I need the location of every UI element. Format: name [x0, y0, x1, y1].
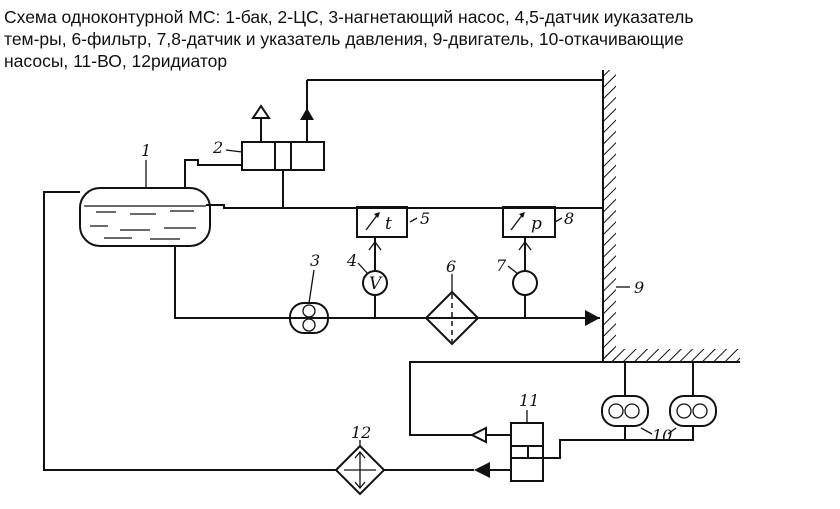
temperature-gauge: t: [356, 206, 408, 238]
scavenge-pumps: [535, 362, 717, 459]
label-5: 5: [420, 209, 430, 228]
flow-arrow-engine: [585, 310, 600, 326]
label-1: 1: [141, 141, 151, 160]
temperature-symbol: t: [385, 214, 392, 234]
caption-line-1: Схема одноконтурной МС: 1-бак, 2-ЦС, 3-н…: [4, 7, 694, 27]
centrifugal-separator: [184, 79, 604, 209]
oil-radiator: [43, 191, 474, 496]
label-6: 6: [446, 257, 456, 276]
diagram-caption: Схема одноконтурной МС: 1-бак, 2-ЦС, 3-н…: [4, 6, 836, 72]
oil-filter: [424, 290, 480, 346]
label-7: 7: [496, 256, 507, 275]
engine-wall: [602, 70, 740, 363]
label-9: 9: [634, 278, 644, 297]
pressure-sensor: [512, 238, 538, 318]
label-4: 4: [346, 251, 357, 270]
label-2: 2: [212, 138, 223, 157]
label-3: 3: [310, 251, 320, 270]
oil-cooler-unit: [409, 361, 603, 482]
caption-line-2: тем-ры, 6-фильтр, 7,8-датчик и указатель…: [4, 29, 684, 49]
label-leaders: [145, 149, 677, 446]
pressure-gauge: p: [502, 206, 556, 238]
caption-line-3: насосы, 11-ВО, 12ридиатор: [4, 51, 228, 71]
label-8: 8: [564, 209, 574, 228]
thermometer-symbol: V: [369, 274, 383, 294]
temperature-sensor: V: [362, 238, 388, 318]
oil-tank: [79, 187, 211, 247]
pressure-symbol: p: [531, 214, 542, 234]
label-11: 11: [519, 391, 539, 410]
label-10: 10: [652, 426, 672, 445]
label-12: 12: [351, 423, 371, 442]
